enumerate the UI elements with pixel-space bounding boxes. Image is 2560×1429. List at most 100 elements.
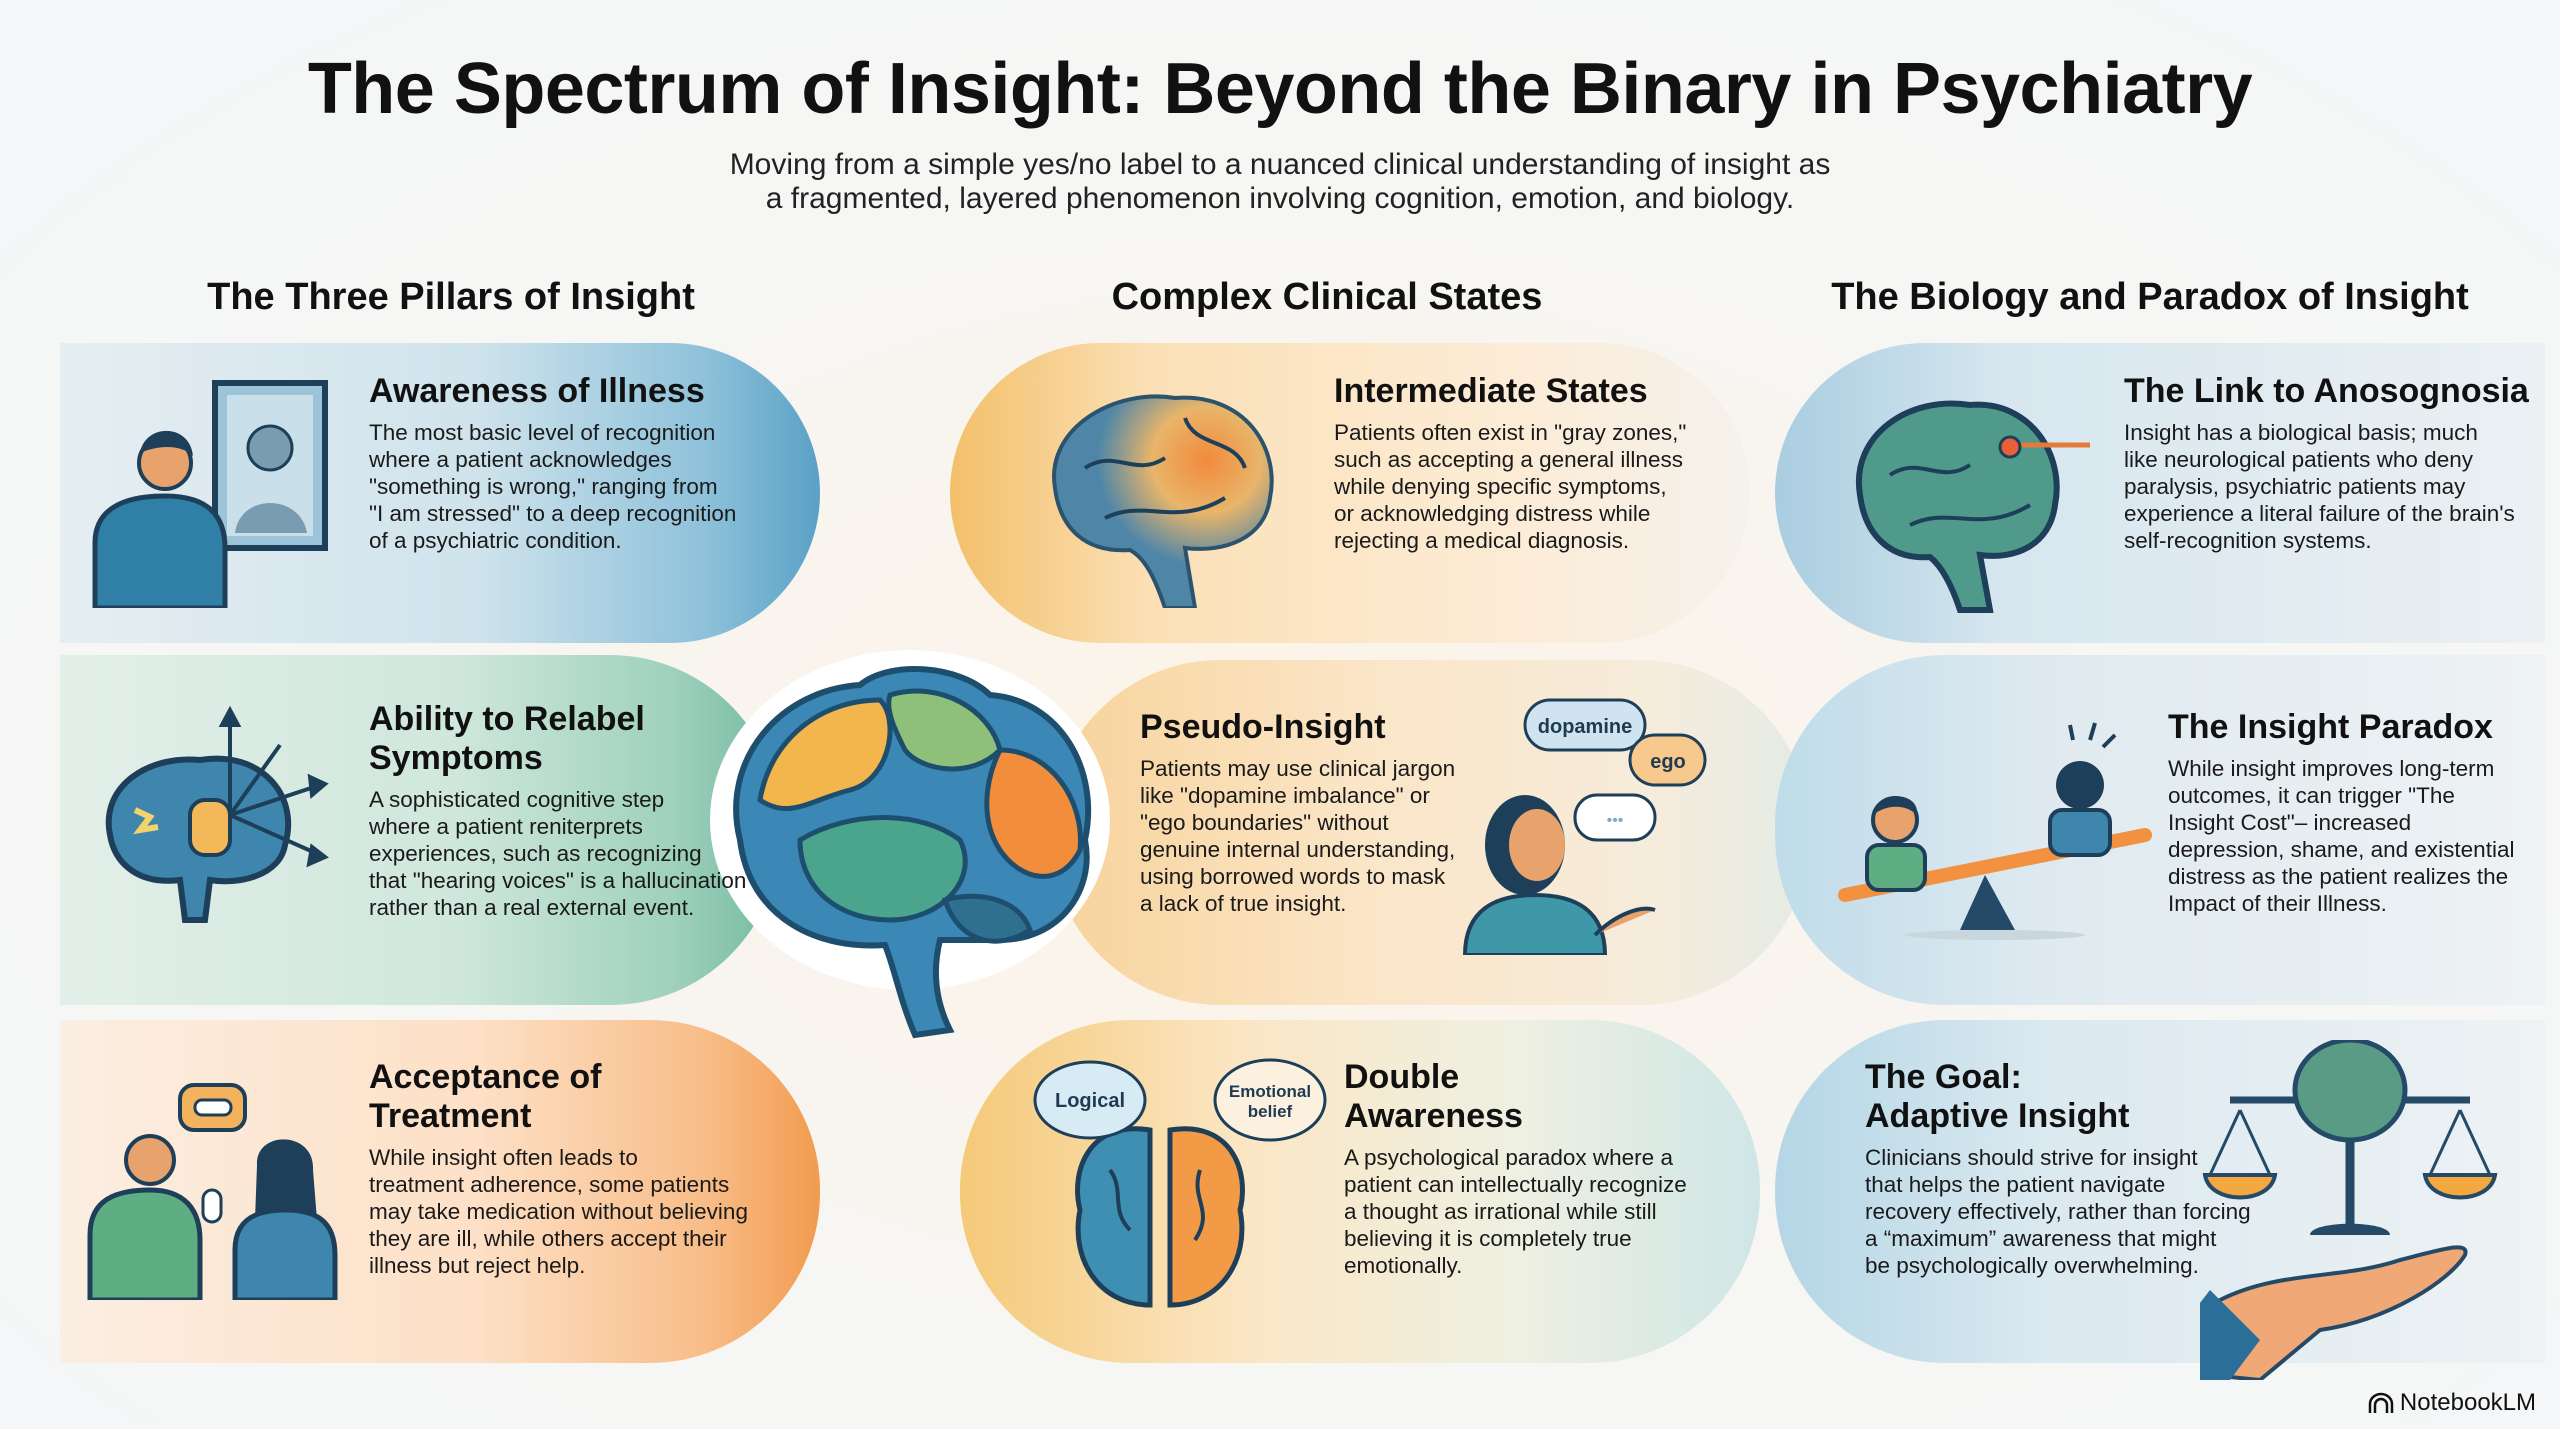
card-body-line: a lack of true insight.	[1140, 891, 1347, 916]
dopamine-bubble-text: dopamine	[1538, 716, 1632, 738]
card-body-line: like neurological patients who deny	[2124, 447, 2473, 472]
card-body-line: The most basic level of recognition	[369, 420, 716, 445]
card-body-line: emotionally.	[1344, 1253, 1463, 1278]
card-body-line: a “maximum” awareness that might	[1865, 1226, 2217, 1251]
card-body-line: Patients may use clinical jargon	[1140, 756, 1456, 781]
card-body-line: that "hearing voices" is a hallucination	[369, 868, 747, 893]
card-body-line: a thought as irrational while still	[1344, 1199, 1657, 1224]
card-body-line: where a patient reniterprets	[369, 814, 643, 839]
column-heading-clinical-states: Complex Clinical States	[1111, 276, 1543, 318]
thought-clouds: Logical Emotional belief	[1033, 1058, 1327, 1142]
card-title-line: Adaptive Insight	[1865, 1097, 2130, 1135]
card-title-line: Symptoms	[369, 739, 543, 777]
card-body-line: genuine internal understanding,	[1140, 837, 1456, 862]
card-body-line: or acknowledging distress while	[1334, 501, 1651, 526]
card-body-line: distress as the patient realizes the	[2168, 864, 2509, 889]
card-title: The Insight Paradox	[2168, 708, 2514, 747]
card-body-line: like "dopamine imbalance" or	[1140, 783, 1430, 808]
card-title-line: Intermediate States	[1334, 372, 1648, 410]
card-body-line: that helps the patient navigate	[1865, 1172, 2166, 1197]
card-body-line: patient can intellectually recognize	[1344, 1172, 1687, 1197]
card-body-line: "I am stressed" to a deep recognition	[369, 501, 737, 526]
card-body-line: illness but reject help.	[369, 1253, 586, 1278]
card-title-line: Ability to Relabel	[369, 700, 645, 738]
card-body-line: Insight Cost"– increased	[2168, 810, 2412, 835]
card-body-line: "something is wrong," ranging from	[369, 474, 718, 499]
emotional-cloud-text-2: belief	[1248, 1102, 1293, 1121]
card-title-line: Double	[1344, 1058, 1460, 1096]
brain-pin-icon	[1850, 385, 2100, 620]
dopamine-bubble	[1523, 698, 1647, 752]
card-body-line: where a patient acknowledges	[369, 447, 672, 472]
card-body-line: Clinicians should strive for insight	[1865, 1145, 2198, 1170]
emotional-cloud	[1213, 1058, 1327, 1142]
logical-cloud-text: Logical	[1055, 1090, 1125, 1112]
panel-pseudo	[1050, 660, 1810, 1005]
card-body-line: while denying specific symptoms,	[1334, 474, 1667, 499]
card-title: The Link to Anosognosia	[2124, 372, 2529, 411]
notebooklm-logo-icon	[2368, 1392, 2394, 1413]
card-title: Pseudo-Insight	[1140, 708, 1455, 747]
card-body: Patients often exist in "gray zones,"suc…	[1334, 419, 1686, 554]
card-body-line: depression, shame, and existential	[2168, 837, 2515, 862]
logical-cloud	[1033, 1060, 1147, 1140]
card-body-line: may take medication without believing	[369, 1199, 748, 1224]
brain-arrows-icon	[90, 705, 330, 940]
card-title-line: Awareness of Illness	[369, 372, 705, 410]
card-body-line: paralysis, psychiatric patients may	[2124, 474, 2466, 499]
medication-handoff-icon	[85, 1070, 345, 1305]
card-body-line: Patients often exist in "gray zones,"	[1334, 420, 1687, 445]
card-title: Intermediate States	[1334, 372, 1686, 411]
card-body-line: rather than a real external event.	[369, 895, 695, 920]
card-body-line: "ego boundaries" without	[1140, 810, 1389, 835]
ego-bubble	[1628, 733, 1707, 787]
panel-acceptance	[60, 1020, 820, 1363]
card-body-line: treatment adherence, some patients	[369, 1172, 730, 1197]
card-body-line: such as accepting a general illness	[1334, 447, 1683, 472]
card-body-line: self-recognition systems.	[2124, 528, 2372, 553]
card-title-line: Treatment	[369, 1097, 532, 1135]
card-title-line: The Insight Paradox	[2168, 708, 2493, 746]
card-title-line: The Link to Anosognosia	[2124, 372, 2529, 410]
card-body-line: A sophisticated cognitive step	[369, 787, 665, 812]
subtitle-line-1: Moving from a simple yes/no label to a n…	[729, 148, 1831, 181]
card-body-line: outcomes, it can trigger "The	[2168, 783, 2455, 808]
card-body-line: Impact of their Illness.	[2168, 891, 2387, 916]
column-heading-pillars: The Three Pillars of Insight	[207, 276, 695, 318]
card-body-line: believing it is completely true	[1344, 1226, 1632, 1251]
split-brain-icon	[1030, 1060, 1300, 1325]
page-title: The Spectrum of Insight: Beyond the Bina…	[307, 49, 2253, 129]
card-title-line: Acceptance of	[369, 1058, 602, 1096]
card-body-line: using borrowed words to mask	[1140, 864, 1446, 889]
card-body-line: experience a literal failure of the brai…	[2124, 501, 2515, 526]
card-body-line: they are ill, while others accept their	[369, 1226, 727, 1251]
person-mirror-icon	[85, 378, 345, 613]
card-body-line: recovery effectively, rather than forcin…	[1865, 1199, 2251, 1224]
card-body-line: of a psychiatric condition.	[369, 528, 622, 553]
card-body-line: be psychologically overwhelming.	[1865, 1253, 2199, 1278]
brain-hotspot-icon	[1045, 378, 1285, 613]
seesaw-icon	[1835, 695, 2155, 960]
speaking-woman-icon	[1455, 695, 1675, 960]
emotional-cloud-text-1: Emotional	[1229, 1082, 1311, 1101]
card-body-line: rejecting a medical diagnosis.	[1334, 528, 1630, 553]
card-body-line: While insight improves long-term	[2168, 756, 2495, 781]
